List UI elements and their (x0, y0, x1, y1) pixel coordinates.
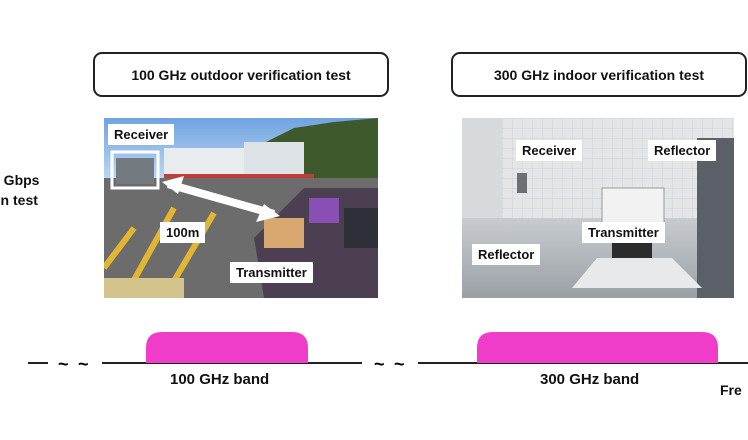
frequency-axis-label: Fre (720, 382, 742, 398)
band-100ghz-label: 100 GHz band (170, 371, 270, 388)
reflector-panel-right (697, 138, 734, 298)
receiver-unit (517, 173, 527, 193)
indoor-test-title: 300 GHz indoor verification test (451, 52, 747, 97)
indoor-scene (462, 118, 734, 298)
anechoic-wall (462, 118, 734, 218)
left-caption: 0 Gbps on test (0, 170, 39, 210)
outdoor-test-photo: Receiver 100m Transmitter (104, 118, 378, 298)
axis-break-left-1: ~ (58, 354, 69, 374)
indoor-receiver-label: Receiver (516, 140, 583, 161)
indoor-title-text: 300 GHz indoor verification test (493, 66, 705, 83)
distance-arrow-head-left (162, 176, 184, 194)
band-300ghz (477, 332, 718, 363)
axis-break-mid-1: ~ (374, 354, 385, 374)
receiver-box (110, 150, 160, 190)
receiver-gear (116, 158, 154, 184)
outdoor-receiver-label: Receiver (108, 124, 175, 145)
band-100ghz (146, 332, 308, 363)
axis-break-mid-2: ~ (394, 354, 405, 374)
curb (104, 278, 184, 298)
transmitter-box (264, 218, 304, 248)
distance-arrow-head-right (256, 204, 280, 222)
band-300ghz-label: 300 GHz band (540, 371, 640, 388)
indoor-reflector-left-label: Reflector (472, 244, 541, 265)
cart-base (572, 258, 702, 288)
outdoor-distance-label: 100m (160, 222, 206, 243)
indoor-reflector-top-label: Reflector (648, 140, 717, 161)
outdoor-transmitter-label: Transmitter (230, 262, 313, 283)
axis-break-left-2: ~ (78, 354, 89, 374)
frequency-axis: ~ ~ ~ ~ (28, 332, 748, 374)
outdoor-title-text: 100 GHz outdoor verification test (131, 66, 351, 83)
building-2 (244, 142, 304, 178)
indoor-transmitter-label: Transmitter (582, 222, 665, 243)
indoor-test-photo: Receiver Reflector Transmitter Reflector (462, 118, 734, 298)
left-caption-line1: 0 Gbps (0, 172, 40, 188)
outdoor-test-title: 100 GHz outdoor verification test (93, 52, 389, 97)
transmitter-rack (344, 208, 378, 248)
left-caption-line2: on test (0, 192, 38, 208)
transmitter-gear (309, 198, 339, 223)
